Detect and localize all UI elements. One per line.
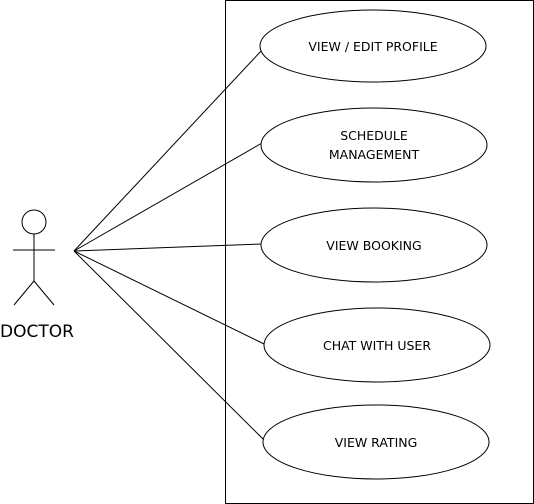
associations [73, 49, 265, 441]
use-case-label: CHAT WITH USER [323, 338, 431, 353]
use-case-ellipse [263, 307, 491, 383]
actor-label: DOCTOR [0, 322, 74, 342]
use-case-view-rating: VIEW RATING [262, 404, 490, 480]
association-view-booking [73, 243, 263, 252]
use-case-view-booking: VIEW BOOKING [260, 207, 488, 283]
association-view-edit-profile [73, 49, 263, 252]
association-schedule-management [73, 142, 263, 252]
use-case-label-line-1: SCHEDULE [340, 128, 408, 143]
association-chat-with-user [73, 250, 265, 345]
actor-head [21, 209, 47, 235]
use-case-label: VIEW RATING [335, 435, 418, 450]
use-case-schedule-management: SCHEDULE MANAGEMENT [260, 107, 488, 183]
use-case-label-line-2: MANAGEMENT [329, 147, 420, 162]
use-case-label: VIEW / EDIT PROFILE [308, 39, 437, 54]
use-case-ellipse [259, 9, 487, 83]
use-case-ellipse [260, 207, 488, 283]
use-case-view-edit-profile: VIEW / EDIT PROFILE [259, 9, 487, 83]
use-case-ellipse [260, 107, 488, 183]
actor-right-leg [33, 280, 55, 306]
use-case-ellipse [262, 404, 490, 480]
actor-doctor [13, 209, 55, 306]
association-view-rating [73, 250, 265, 441]
use-case-chat-with-user: CHAT WITH USER [263, 307, 491, 383]
use-case-label: VIEW BOOKING [326, 238, 421, 253]
actor-left-leg [13, 280, 35, 306]
